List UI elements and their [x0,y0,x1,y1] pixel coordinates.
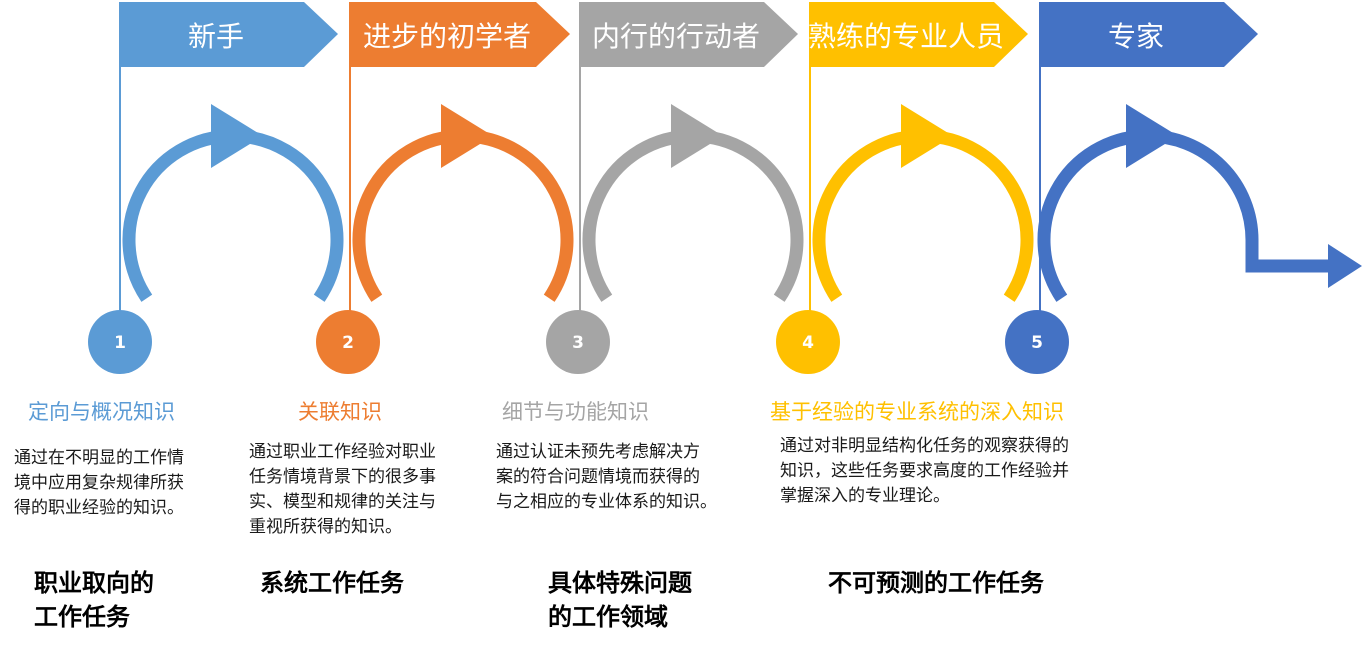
stage-1-number-badge [88,310,152,374]
stage-4-arc-right [922,129,1034,302]
stage-5-arc-right [1147,129,1330,273]
stage-4-number-badge [776,310,840,374]
stage-5-number: 5 [1031,333,1043,353]
stage-5-flag-label: 专家 [1108,20,1164,53]
desc-line: 实、模型和规律的关注与 [249,492,436,512]
stage-5-flag [1040,2,1258,67]
stage-5-arc-left [1037,129,1149,302]
stage-1-description: 通过在不明显的工作情 境中应用复杂规律所获 得的职业经验的知识。 [14,446,239,521]
stage-2-arc-left [352,129,464,302]
task-3: 具体特殊问题 的工作领域 [548,566,692,634]
stage-4-arc-arrow-icon [901,104,953,168]
desc-line: 重视所获得的知识。 [249,517,402,537]
desc-line: 境中应用复杂规律所获 [14,473,184,493]
desc-line: 案的符合问题情境而获得的 [496,467,700,487]
task-line: 不可预测的工作任务 [828,569,1044,597]
stage-1-arc-right [232,129,344,302]
desc-line: 掌握深入的专业理论。 [780,486,950,506]
stage-4-flag-label: 熟练的专业人员 [808,20,1004,53]
stage-2-description: 通过职业工作经验对职业 任务情境背景下的很多事 实、模型和规律的关注与 重视所获… [249,440,494,540]
stage-3-title: 细节与功能知识 [502,400,649,424]
desc-line: 通过对非明显结构化任务的观察获得的 [780,436,1069,456]
task-line: 的工作领域 [548,603,668,631]
stage-3-arc-left [582,129,694,302]
stage-4-title: 基于经验的专业系统的深入知识 [770,400,1064,424]
desc-line: 得的职业经验的知识。 [14,498,184,518]
task-line: 系统工作任务 [260,569,404,597]
stage-4-description: 通过对非明显结构化任务的观察获得的 知识，这些任务要求高度的工作经验并 掌握深入… [780,434,1150,509]
stage-3-arc-right [692,129,804,302]
desc-line: 知识，这些任务要求高度的工作经验并 [780,461,1069,481]
desc-line: 通过认证未预先考虑解决方 [496,442,700,462]
task-line: 具体特殊问题 [548,569,692,597]
stage-2-number-badge [316,310,380,374]
stage-4-flag [810,2,1028,67]
stage-1-arc-left [122,129,234,302]
stage-5-number-badge [1005,310,1069,374]
task-line: 职业取向的 [34,569,154,597]
stage-3-flag [580,2,798,67]
stage-2-title: 关联知识 [298,400,382,424]
end-arrow-icon [1328,244,1362,288]
stage-1-number: 1 [114,333,126,353]
desc-line: 任务情境背景下的很多事 [249,467,436,487]
stage-4-number: 4 [802,333,814,353]
task-1: 职业取向的 工作任务 [34,566,154,634]
stage-5-arc-arrow-icon [1126,104,1178,168]
task-4: 不可预测的工作任务 [828,566,1044,600]
stage-3-description: 通过认证未预先考虑解决方 案的符合问题情境而获得的 与之相应的专业体系的知识。 [496,440,771,515]
stage-3-number: 3 [572,333,584,353]
stage-2-flag-label: 进步的初学者 [363,20,531,53]
stage-1-arc-arrow-icon [211,104,263,168]
stage-3-number-badge [546,310,610,374]
stage-4-arc-left [812,129,924,302]
stage-2-flag [350,2,570,67]
stage-3-flag-label: 内行的行动者 [592,20,760,53]
stage-3-arc-arrow-icon [671,104,723,168]
task-line: 工作任务 [34,603,130,631]
stage-2-number: 2 [342,333,354,353]
stage-1-flag-label: 新手 [188,20,244,53]
stage-1-flag [120,2,338,67]
desc-line: 通过职业工作经验对职业 [249,442,436,462]
stage-1-title: 定向与概况知识 [28,400,175,424]
stage-2-arc-right [462,129,574,302]
task-2: 系统工作任务 [260,566,404,600]
stage-2-arc-arrow-icon [441,104,493,168]
desc-line: 通过在不明显的工作情 [14,448,184,468]
desc-line: 与之相应的专业体系的知识。 [496,492,717,512]
